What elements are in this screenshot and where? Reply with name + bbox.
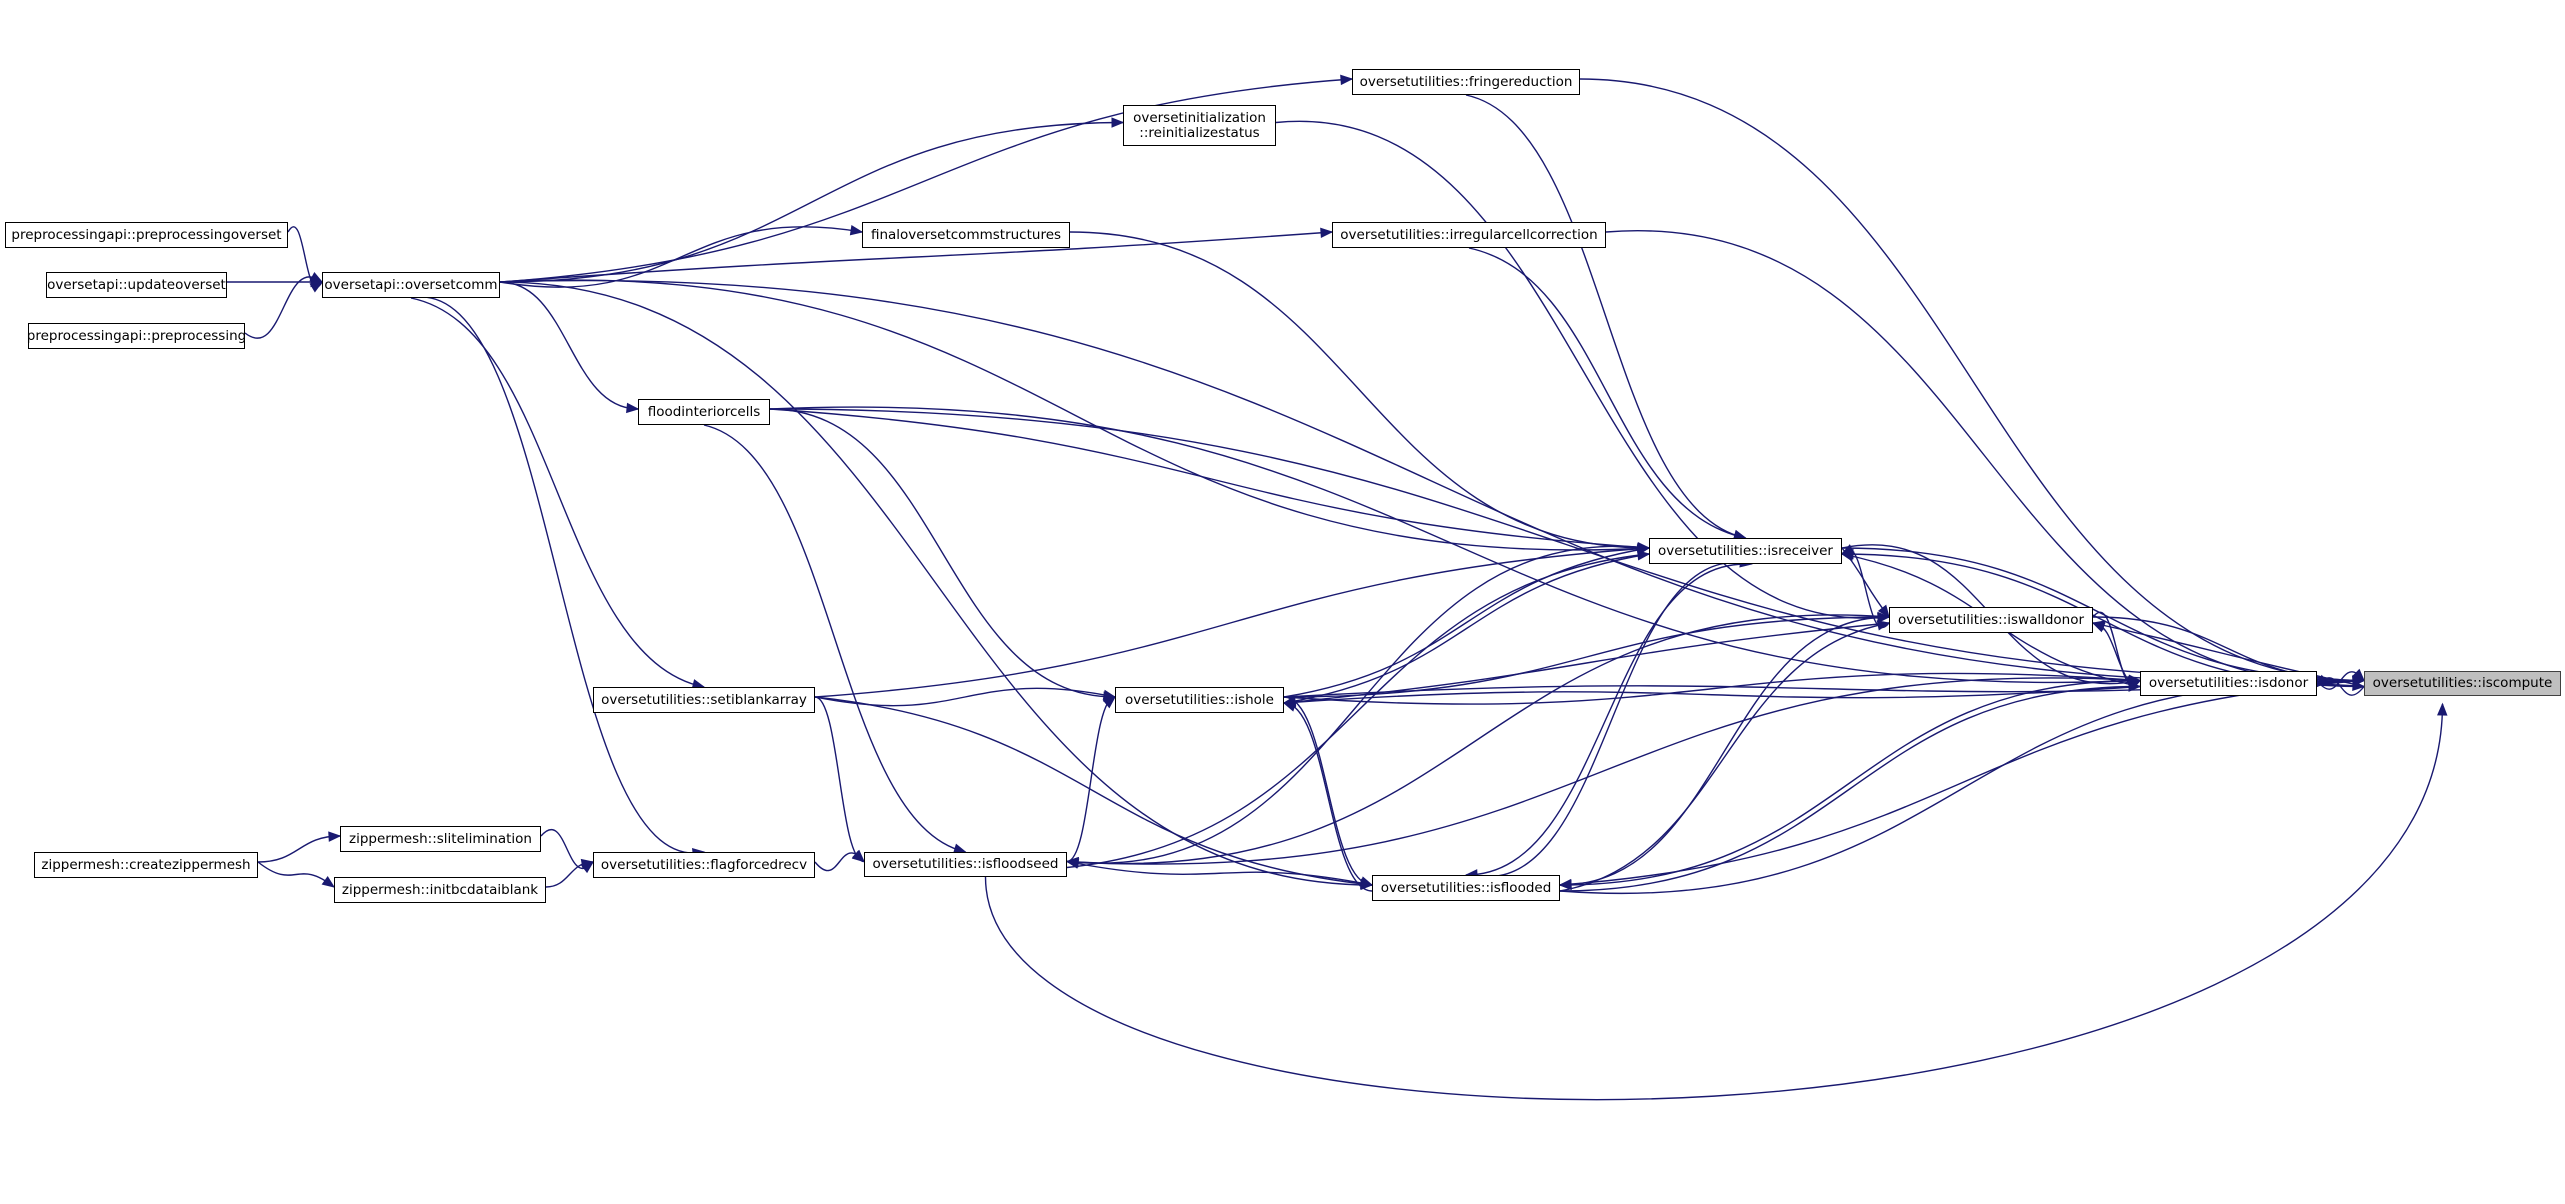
edge-iswalldonor-to-ishole	[1283, 622, 1890, 704]
node-isdonor[interactable]: oversetutilities::isdonor	[2140, 671, 2317, 696]
node-irregularcellcorrection[interactable]: oversetutilities::irregularcellcorrectio…	[1332, 222, 1606, 248]
arrowhead-icon	[309, 271, 324, 283]
node-isfloodseed[interactable]: oversetutilities::isfloodseed	[864, 852, 1067, 877]
edge-oversetcomm-to-isreceiver	[499, 279, 1650, 551]
edge-iscompute-to-isflooded	[1559, 679, 2365, 886]
edge-oversetcomm-to-fringereduction	[499, 78, 1353, 283]
arrowhead-icon	[1636, 550, 1651, 561]
arrowhead-icon	[1111, 117, 1125, 128]
edge-oversetcomm-to-reinitializestatus	[499, 121, 1124, 283]
edge-irregularcellcorrection-to-isreceiver	[1468, 247, 1746, 539]
edge-floodinteriorcells-to-ishole	[769, 408, 1116, 698]
arrowhead-icon	[1558, 878, 1572, 890]
edge-floodinteriorcells-to-isfloodseed	[703, 424, 966, 853]
node-initbcdataiblank[interactable]: zippermesh::initbcdataiblank	[334, 877, 546, 903]
node-iscompute-focus[interactable]: oversetutilities::iscompute	[2364, 671, 2561, 696]
node-preprocessingoverset[interactable]: preprocessingapi::preprocessingoverset	[5, 222, 288, 248]
edge-iscompute-to-iswalldonor	[2092, 622, 2365, 688]
arrowhead-icon	[851, 850, 866, 863]
edge-fringereduction-to-isreceiver	[1465, 94, 1746, 539]
edge-oversetcomm-to-flagforcedrecv	[410, 296, 705, 854]
edge-isflooded-to-iswalldonor	[1559, 622, 1890, 892]
node-isflooded[interactable]: oversetutilities::isflooded	[1372, 875, 1560, 901]
edge-isreceiver-to-isflooded	[1465, 563, 1746, 876]
edge-floodinteriorcells-to-isreceiver	[769, 408, 1650, 549]
edge-reinitializestatus-to-iswalldonor	[1275, 120, 1890, 619]
edge-finaloversetcommstructures-to-isreceiver	[1069, 231, 1650, 549]
edge-setiblankarray-to-isflooded	[814, 696, 1373, 886]
edge-isdonor-to-ishole	[1283, 685, 2141, 704]
edge-ishole-to-isflooded	[1283, 696, 1373, 886]
edge-iswalldonor-to-isflooded	[1559, 616, 1890, 886]
node-finaloversetcommstructures[interactable]: finaloversetcommstructures	[862, 222, 1070, 248]
node-iswalldonor[interactable]: oversetutilities::iswalldonor	[1889, 607, 2093, 633]
arrowhead-icon	[849, 225, 864, 236]
edge-ishole-to-isdonor	[1283, 672, 2141, 705]
node-reinitializestatus[interactable]: oversetinitialization ::reinitializestat…	[1123, 105, 1276, 146]
edge-setiblankarray-to-isfloodseed	[814, 696, 865, 863]
node-isreceiver[interactable]: oversetutilities::isreceiver	[1649, 538, 1842, 564]
node-floodinteriorcells[interactable]: floodinteriorcells	[638, 399, 770, 425]
edge-isfloodseed-to-iscompute	[984, 703, 2444, 1101]
edge-preprocessing-to-oversetcomm	[244, 276, 323, 339]
edge-isflooded-to-isdonor	[1559, 685, 2141, 892]
edge-irregularcellcorrection-to-iscompute	[1605, 230, 2365, 683]
node-updateoverset[interactable]: oversetapi::updateoverset	[46, 272, 227, 298]
node-setiblankarray[interactable]: oversetutilities::setiblankarray	[593, 687, 815, 713]
arrowhead-icon	[1840, 548, 1854, 560]
edge-oversetcomm-to-iscompute	[499, 280, 2365, 683]
edge-ishole-to-iswalldonor	[1283, 616, 1890, 698]
arrowhead-icon	[321, 876, 336, 888]
arrowhead-icon	[626, 402, 640, 414]
arrowhead-icon	[328, 831, 342, 842]
arrowhead-icon	[1876, 620, 1891, 631]
edge-isflooded-to-ishole	[1283, 702, 1373, 892]
arrowhead-icon	[580, 858, 595, 870]
edge-isflooded-to-isreceiver	[1471, 561, 1752, 878]
edge-floodinteriorcells-to-isdonor	[769, 406, 2141, 684]
edge-isdonor-to-isflooded	[1559, 679, 2141, 886]
edge-setiblankarray-to-isreceiver	[814, 547, 1650, 698]
arrowhead-icon	[1340, 74, 1354, 86]
node-slitelimination[interactable]: zippermesh::slitelimination	[340, 826, 541, 852]
edge-isflooded-to-isfloodseed	[1066, 860, 1373, 886]
arrowhead-icon	[1065, 858, 1080, 869]
edge-isfloodseed-to-ishole	[1066, 696, 1116, 863]
edge-isdonor-to-isfloodseed	[1066, 677, 2141, 865]
edge-isreceiver-to-isfloodseed	[1066, 545, 1650, 864]
arrowhead-icon	[1102, 696, 1117, 709]
edge-isfloodseed-to-isreceiver	[1066, 553, 1650, 869]
arrowhead-icon	[2128, 681, 2142, 692]
edge-oversetcomm-to-setiblankarray	[410, 297, 705, 688]
node-flagforcedrecv[interactable]: oversetutilities::flagforcedrecv	[593, 852, 815, 878]
arrowhead-icon	[1320, 227, 1334, 239]
edge-oversetcomm-to-isflooded	[499, 281, 1373, 886]
edge-floodinteriorcells-to-iscompute	[769, 408, 2365, 682]
edge-fringereduction-to-iscompute	[1579, 78, 2365, 682]
edge-createzippermesh-to-slitelimination	[257, 835, 341, 863]
edge-iswalldonor-to-iscompute	[2092, 616, 2365, 682]
node-createzippermesh[interactable]: zippermesh::createzippermesh	[34, 852, 258, 878]
node-ishole[interactable]: oversetutilities::ishole	[1115, 687, 1284, 713]
arrowhead-icon	[1282, 701, 1297, 712]
node-fringereduction[interactable]: oversetutilities::fringereduction	[1352, 69, 1580, 95]
edge-ishole-to-isreceiver	[1283, 547, 1650, 698]
node-oversetcomm[interactable]: oversetapi::oversetcomm	[322, 272, 500, 298]
arrowhead-icon	[2352, 668, 2365, 682]
arrowhead-icon	[2352, 680, 2366, 691]
node-preprocessing[interactable]: preprocessingapi::preprocessing	[27, 323, 246, 349]
edge-oversetcomm-to-floodinteriorcells	[499, 281, 639, 410]
edge-oversetcomm-to-irregularcellcorrection	[499, 231, 1333, 283]
arrowhead-icon	[2437, 702, 2448, 716]
edge-createzippermesh-to-initbcdataiblank	[257, 861, 335, 888]
arrowhead-icon	[2091, 620, 2106, 631]
arrowhead-icon	[1877, 604, 1890, 619]
edge-isreceiver-to-ishole	[1283, 553, 1650, 704]
edge-iswalldonor-to-isfloodseed	[1066, 614, 1890, 865]
